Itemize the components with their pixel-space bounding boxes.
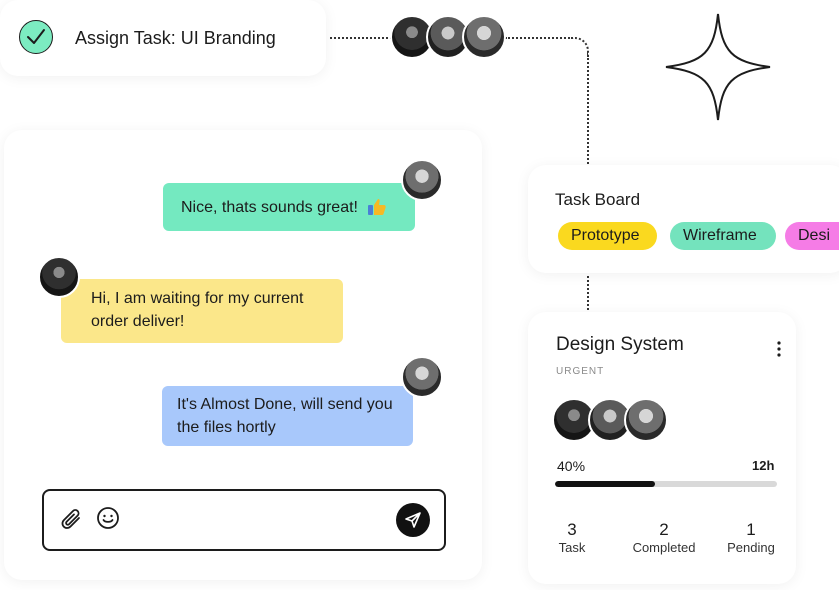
paperclip-icon[interactable] [61, 508, 83, 532]
send-button[interactable] [396, 503, 430, 537]
message-composer [42, 489, 446, 551]
design-system-card [528, 312, 796, 584]
design-system-title: Design System [556, 334, 684, 355]
emoji-icon[interactable] [96, 506, 120, 530]
avatar[interactable] [624, 398, 668, 442]
connector-line [587, 55, 589, 175]
avatar [38, 256, 80, 298]
connector-line [330, 37, 392, 39]
priority-label: URGENT [556, 366, 605, 377]
tag-design[interactable]: Desi [785, 222, 839, 250]
task-board-card [528, 165, 839, 273]
avatar [401, 159, 443, 201]
progress-fill [555, 481, 655, 487]
stat-task-label: Task [558, 540, 586, 555]
chat-message-received: Hi, I am waiting for my current order de… [61, 279, 343, 343]
message-text: Nice, thats sounds great! [181, 199, 358, 216]
connector-line [505, 37, 573, 39]
message-text: It's Almost Done, will send you the file… [177, 396, 393, 436]
task-board-title: Task Board [555, 190, 641, 209]
progress-percent: 40% [557, 458, 586, 474]
message-input[interactable] [130, 507, 394, 535]
progress-bar [555, 481, 777, 487]
chat-message-sent: It's Almost Done, will send you the file… [162, 386, 413, 446]
avatar [401, 356, 443, 398]
stat-pending-label: Pending [727, 540, 775, 555]
tag-prototype[interactable]: Prototype [558, 222, 657, 250]
thumbs-up-icon [368, 199, 386, 215]
connector-line [587, 276, 589, 314]
assign-task-title: Assign Task: UI Branding [75, 28, 276, 48]
avatar[interactable] [462, 15, 506, 59]
tag-wireframe[interactable]: Wireframe [670, 222, 776, 250]
stat-completed-label: Completed [632, 540, 696, 555]
send-icon [405, 512, 421, 528]
assign-task-card: Assign Task: UI Branding [0, 0, 326, 76]
stat-completed-count: 2 [659, 520, 669, 539]
check-icon[interactable] [19, 20, 53, 54]
stat-task-count: 3 [567, 520, 577, 539]
chat-message-sent: Nice, thats sounds great! [163, 183, 415, 231]
sparkle-icon [665, 13, 771, 121]
more-vertical-icon[interactable] [776, 341, 782, 357]
connector-line [571, 37, 589, 55]
progress-time: 12h [752, 458, 775, 473]
message-text: Hi, I am waiting for my current order de… [91, 290, 304, 330]
stat-pending-count: 1 [746, 520, 756, 539]
